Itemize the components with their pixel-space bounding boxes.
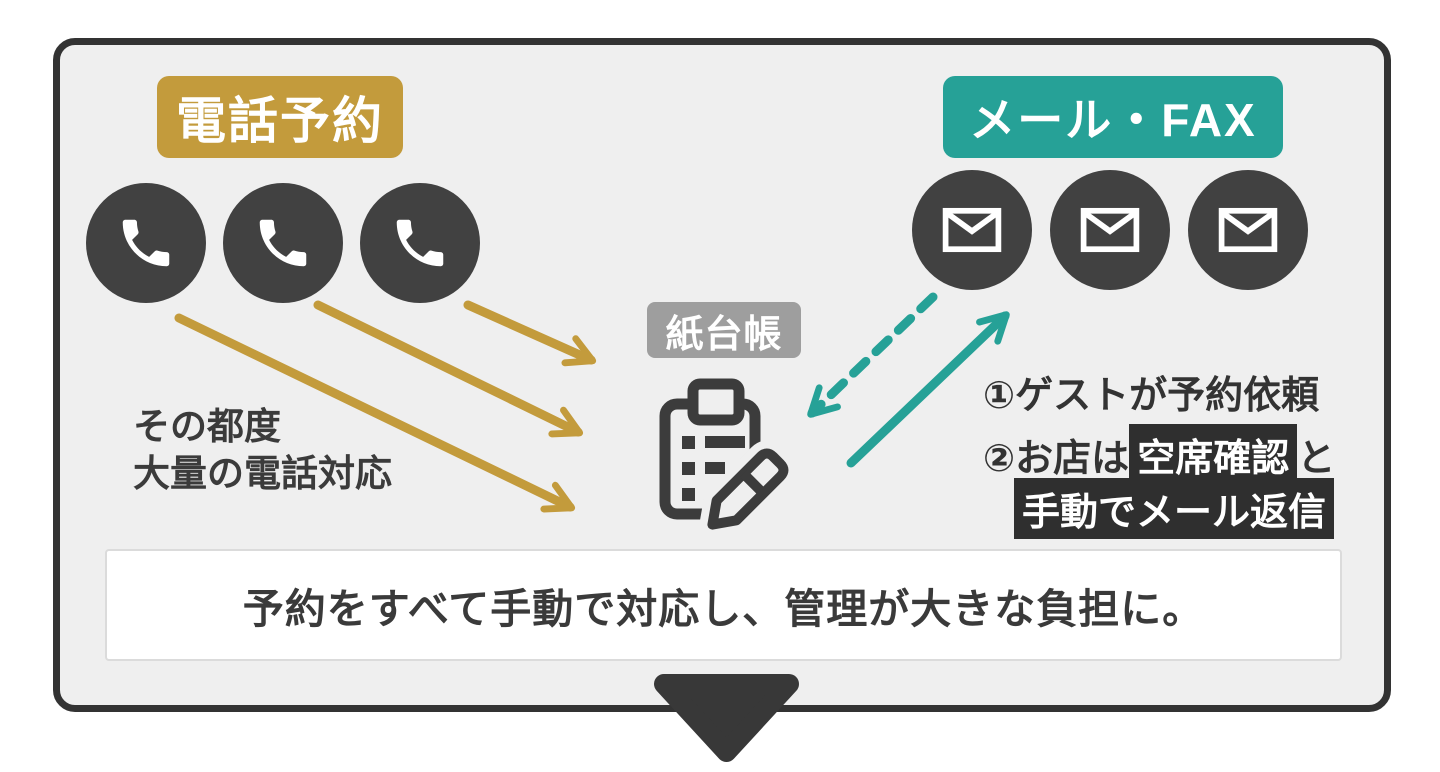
step-2-highlight-availability-check: 空席確認	[1129, 424, 1298, 485]
mail-icon	[912, 170, 1032, 290]
phone-glyph	[122, 219, 170, 267]
paper-ledger-badge-label: 紙台帳	[665, 313, 783, 356]
step-3-text: 手動でメール返信	[1014, 478, 1335, 539]
phone-burden-note: その都度 大量の電話対応	[133, 404, 392, 497]
step-1-text: ①ゲストが予約依頼	[983, 375, 1320, 417]
mail-fax-badge: メール・FAX	[943, 76, 1283, 158]
envelope-glyph	[942, 207, 1002, 253]
summary-text: 予約をすべて手動で対応し、管理が大きな負担に。	[242, 586, 1205, 632]
phone-icon	[86, 183, 206, 303]
mail-fax-badge-label: メール・FAX	[969, 94, 1257, 146]
phone-glyph	[396, 219, 444, 267]
phone-burden-note-line2: 大量の電話対応	[133, 452, 392, 494]
mail-icon	[1188, 170, 1308, 290]
envelope-glyph	[1218, 207, 1278, 253]
mail-icon	[1050, 170, 1170, 290]
phone-glyph	[259, 219, 307, 267]
clipboard-pencil-icon	[659, 378, 797, 538]
phone-reservation-badge: 電話予約	[157, 76, 403, 158]
envelope-glyph	[1080, 207, 1140, 253]
step-3-highlight-manual-reply: 手動でメール返信	[1014, 478, 1335, 539]
summary-banner: 予約をすべて手動で対応し、管理が大きな負担に。	[105, 549, 1342, 661]
phone-reservation-badge-label: 電話予約	[176, 93, 384, 149]
pencil-glyph	[699, 440, 797, 538]
phone-icon	[223, 183, 343, 303]
phone-icon	[360, 183, 480, 303]
step-2-text: ②お店は空席確認と	[983, 424, 1335, 485]
phone-burden-note-line1: その都度	[133, 406, 281, 447]
step-2-suffix: と	[1297, 438, 1336, 480]
step-2-prefix: ②お店は	[983, 438, 1130, 480]
paper-ledger-badge: 紙台帳	[647, 302, 801, 358]
